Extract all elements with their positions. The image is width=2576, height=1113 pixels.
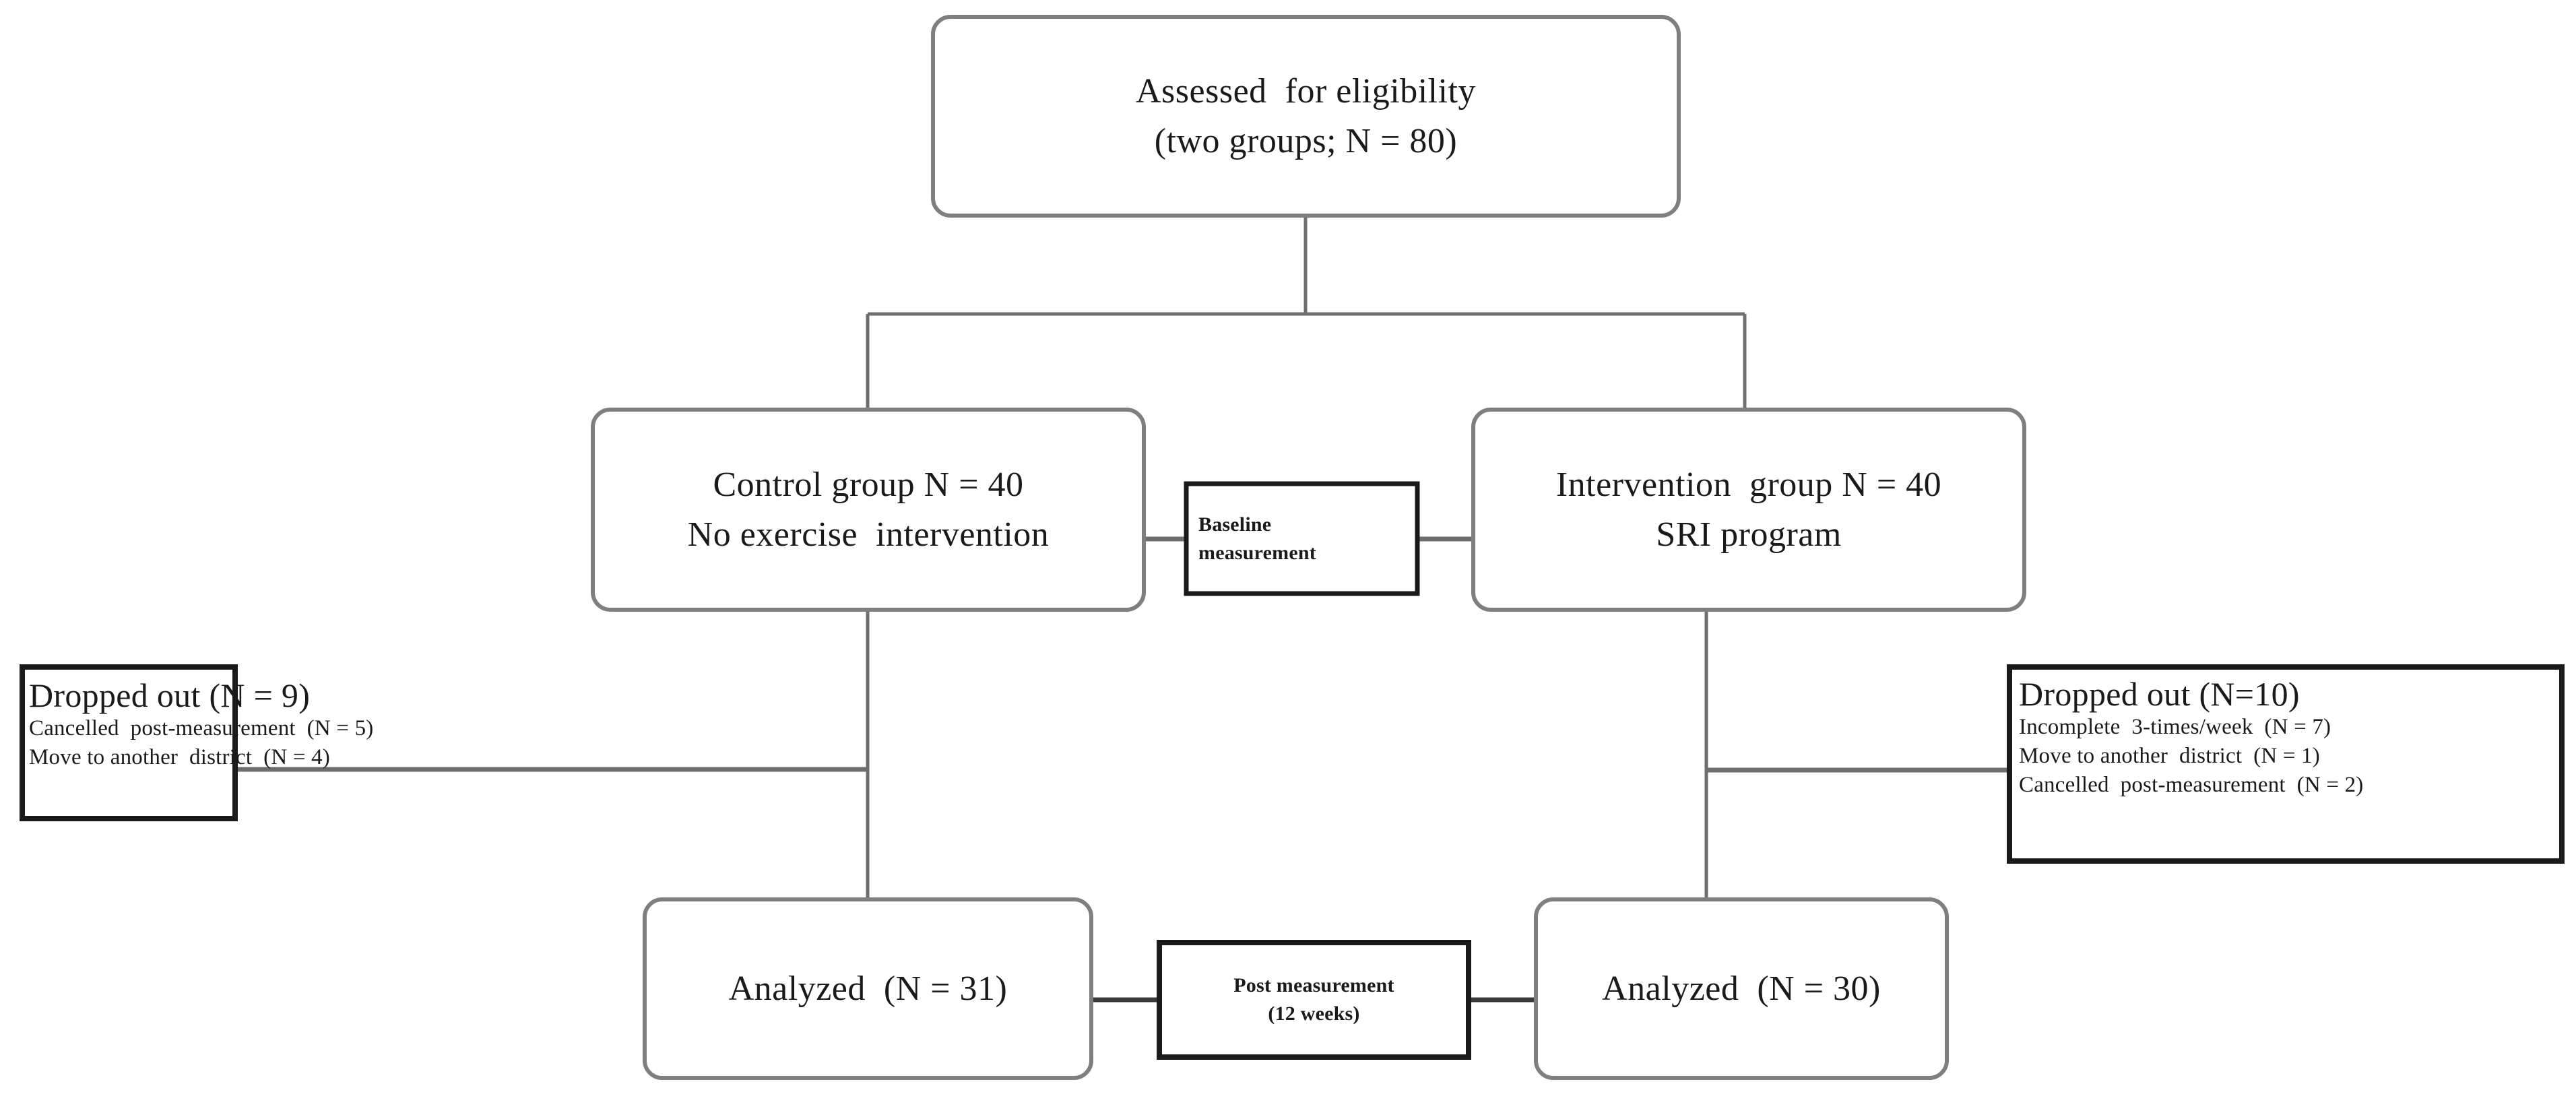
analyzed-intervention-label: Analyzed (N = 30) <box>1602 969 1881 1008</box>
baseline-measurement-line-2: measurement <box>1198 541 1316 564</box>
box-dropped-out-intervention <box>2007 664 2565 864</box>
assessed-for-eligibility-line-2: (two groups; N = 80) <box>1154 121 1458 160</box>
assessed-for-eligibility-line-1: Assessed for eligibility <box>1135 71 1476 110</box>
analyzed-control-node: Analyzed (N = 31) <box>645 899 1091 1078</box>
dropped-out-intervention-reason-3: Cancelled post-measurement (N = 2) <box>2019 772 2364 797</box>
control-group-line-2: No exercise intervention <box>687 515 1050 554</box>
dropped-out-control-reason-2: Move to another district (N = 4) <box>29 744 330 769</box>
intervention-group-node: Intervention group N = 40 SRI program <box>1473 410 2024 610</box>
control-group-node: Control group N = 40 No exercise interve… <box>593 410 1144 610</box>
assessed-for-eligibility-node: Assessed for eligibility (two groups; N … <box>933 17 1679 216</box>
intervention-group-line-2: SRI program <box>1656 515 1842 554</box>
baseline-measurement-node: Baseline measurement <box>1186 484 1417 594</box>
analyzed-control-label: Analyzed (N = 31) <box>728 969 1008 1008</box>
intervention-group-line-1: Intervention group N = 40 <box>1555 465 1942 504</box>
dropped-out-control-reason-1: Cancelled post-measurement (N = 5) <box>29 716 374 740</box>
dropped-out-intervention-reason-2: Move to another district (N = 1) <box>2019 743 2320 768</box>
dropped-out-control-node: Dropped out (N = 9) Cancelled post-measu… <box>22 667 373 819</box>
dropped-out-control-heading: Dropped out (N = 9) <box>29 676 311 714</box>
box-dropped-out-control <box>20 664 238 821</box>
box-analyzed-intervention <box>1534 897 1949 1080</box>
dropped-out-intervention-heading: Dropped out (N=10) <box>2019 675 2300 713</box>
connector-eligibility-to-split <box>866 216 1747 410</box>
box-analyzed-control <box>643 897 1093 1080</box>
box-assessed-for-eligibility <box>931 15 1681 218</box>
box-post-measurement <box>1157 940 1471 1060</box>
box-intervention-group <box>1471 408 2026 612</box>
dropped-out-intervention-reason-1: Incomplete 3-times/week (N = 7) <box>2019 715 2331 739</box>
post-measurement-line-1: Post measurement <box>1233 974 1394 996</box>
box-control-group <box>591 408 1146 612</box>
analyzed-intervention-node: Analyzed (N = 30) <box>1536 899 1947 1078</box>
control-group-line-1: Control group N = 40 <box>713 465 1024 504</box>
box-baseline-measurement <box>1184 481 1420 596</box>
post-measurement-node: Post measurement (12 weeks) <box>1159 943 1469 1057</box>
post-measurement-line-2: (12 weeks) <box>1268 1003 1360 1025</box>
dropped-out-intervention-node: Dropped out (N=10) Incomplete 3-times/we… <box>2009 667 2562 861</box>
baseline-measurement-line-1: Baseline <box>1198 513 1272 536</box>
